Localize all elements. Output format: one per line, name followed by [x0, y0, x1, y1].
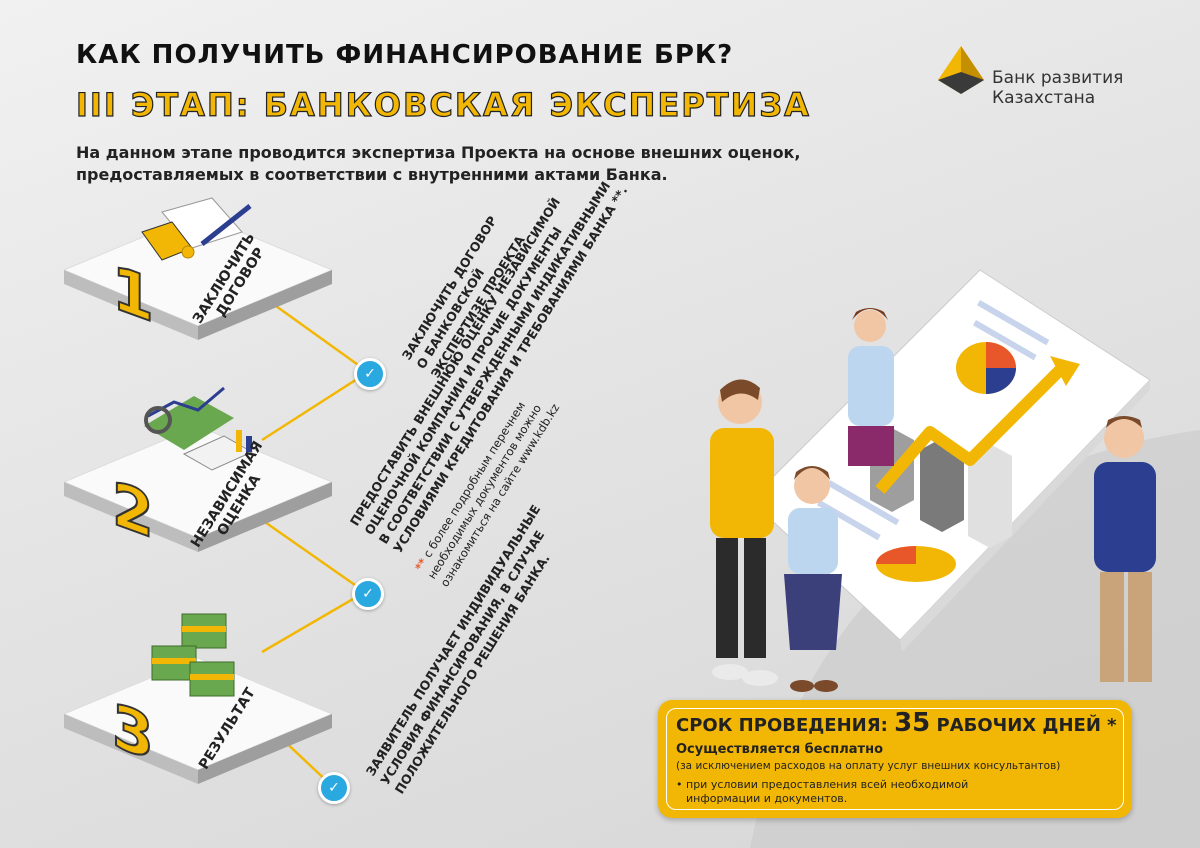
infobox-days-number: 35 — [894, 708, 931, 738]
step-3-card — [62, 657, 334, 784]
contract-icon — [141, 197, 252, 261]
infobox-free-text: Осуществляется бесплатно — [676, 742, 884, 757]
deadline-infobox: СРОК ПРОВЕДЕНИЯ: 35 РАБОЧИХ ДНЕЙ * Осуще… — [658, 700, 1132, 818]
intro-text: На данном этапе проводится экспертиза Пр… — [76, 143, 801, 184]
money-stacks-icon — [151, 613, 235, 697]
logo-line-1: Банк развития — [992, 68, 1124, 88]
bank-logo-icon — [938, 46, 984, 94]
infobox-exception-text: (за исключением расходов на оплату услуг… — [676, 760, 1061, 772]
bullet-icon: • — [676, 778, 683, 791]
step-3-number: 3 — [111, 689, 155, 776]
page-title: КАК ПОЛУЧИТЬ ФИНАНСИРОВАНИЕ БРК? — [76, 40, 734, 70]
logo-line-2: Казахстана — [992, 88, 1096, 108]
step-3-node-icon: ✓ — [318, 772, 350, 804]
infobox-condition: • при условии предоставления всей необхо… — [676, 778, 969, 805]
stage-subtitle: III ЭТАП: БАНКОВСКАЯ ЭКСПЕРТИЗА — [75, 85, 811, 124]
step-2-number: 2 — [111, 467, 155, 554]
step-1-number: 1 — [111, 251, 155, 338]
step-1-node-icon: ✓ — [354, 358, 386, 390]
analytics-icon — [144, 386, 254, 471]
infobox-border — [666, 708, 1124, 810]
team-report-illustration — [710, 269, 1156, 692]
bank-logo-text: Банк развития Казахстана — [992, 68, 1123, 108]
step-2-node-icon: ✓ — [352, 578, 384, 610]
infobox-title: СРОК ПРОВЕДЕНИЯ: 35 РАБОЧИХ ДНЕЙ * — [676, 708, 1117, 738]
step-2-card — [62, 425, 334, 552]
step-1-card — [62, 213, 334, 340]
